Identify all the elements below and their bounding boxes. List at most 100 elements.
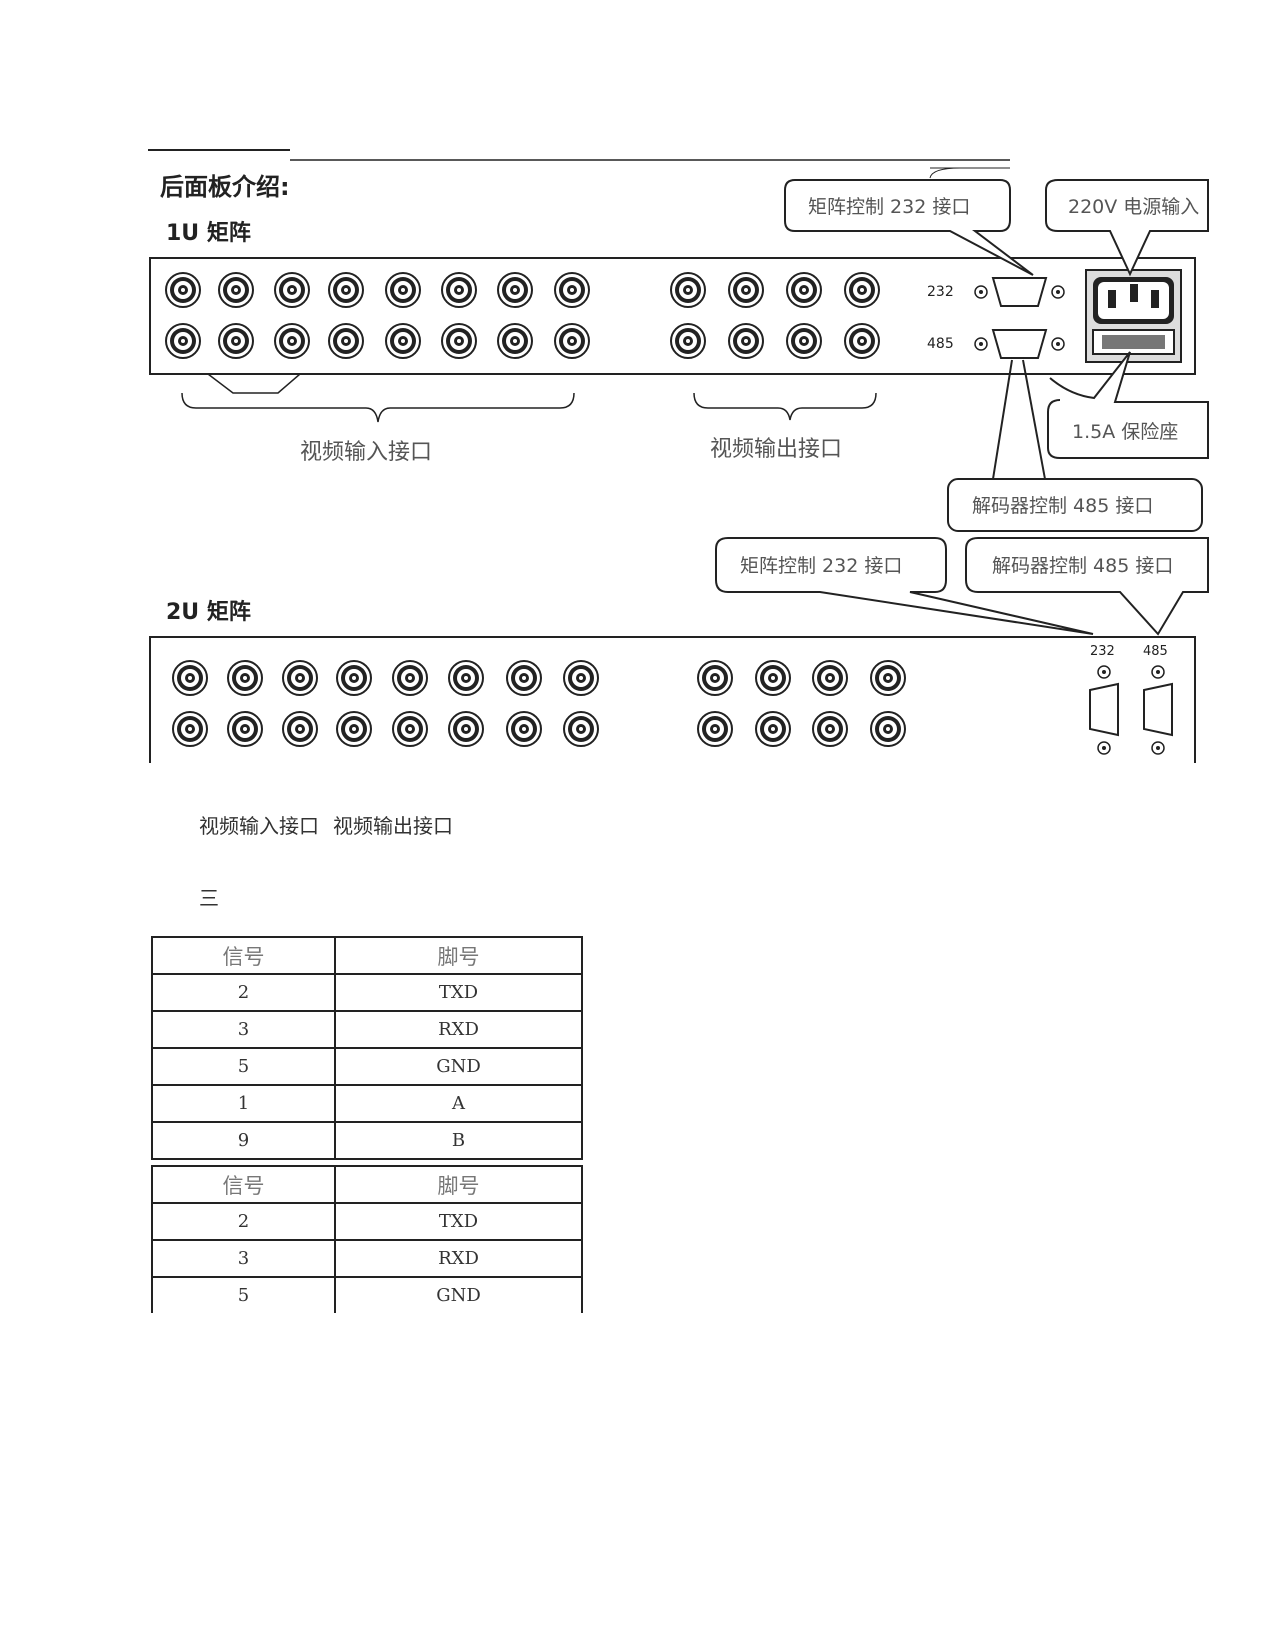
bnc-connector-icon [554, 323, 590, 359]
bnc-connector-icon [227, 660, 263, 696]
bnc-connector-icon [728, 323, 764, 359]
bnc-connector-icon [274, 272, 310, 308]
table-row: 9 B [151, 1121, 583, 1160]
table-row: 5 GND [151, 1047, 583, 1086]
bnc-connector-icon [218, 323, 254, 359]
db9-port-232 [974, 277, 1065, 307]
callout-1u-rs485-text: 解码器控制 485 接口 [972, 495, 1153, 517]
video-out-label-figure: 视频输出接口 [710, 437, 842, 462]
bnc-connector-group-1u [165, 272, 880, 359]
matrix-2u-title: 2U 矩阵 [166, 599, 251, 625]
bnc-connector-icon [497, 272, 533, 308]
video-port-caption: 视频输入接口视频输出接口 [199, 810, 467, 839]
cell-signal: 3 [151, 1239, 336, 1278]
cell-signal: 2 [151, 973, 336, 1012]
rear-panel-figure: 后面板介绍: 1U 矩阵 232 485 矩阵控制 232 接口 220V 电源… [148, 149, 1209, 763]
table-header-row: 信号 脚号 [151, 936, 583, 975]
callout-2u-rs485-text: 解码器控制 485 接口 [992, 555, 1173, 577]
port-label-232: 232 [927, 284, 954, 300]
bnc-connector-icon [497, 323, 533, 359]
bnc-connector-icon [392, 711, 428, 747]
header-pin: 脚号 [334, 1165, 583, 1204]
cell-pin: TXD [334, 973, 583, 1012]
bnc-connector-icon [697, 660, 733, 696]
bnc-connector-icon [385, 323, 421, 359]
video-in-brace [207, 373, 301, 394]
bnc-connector-icon [274, 323, 310, 359]
bnc-connector-icon [282, 711, 318, 747]
callout-fuse: 1.5A 保险座 [1047, 351, 1209, 459]
bnc-connector-icon [328, 272, 364, 308]
cell-pin: RXD [334, 1010, 583, 1049]
bnc-connector-icon [506, 711, 542, 747]
caption-video-in: 视频输入接口 [199, 814, 319, 838]
bnc-connector-icon [670, 323, 706, 359]
cell-signal: 2 [151, 1202, 336, 1241]
bnc-connector-icon [812, 711, 848, 747]
callout-power-input-text: 220V 电源输入 [1068, 196, 1199, 218]
bnc-connector-icon [172, 711, 208, 747]
bnc-connector-icon [392, 660, 428, 696]
callout-2u-rs485: 解码器控制 485 接口 [965, 537, 1209, 636]
cell-signal: 5 [151, 1047, 336, 1086]
db9-port-2u-485 [1143, 665, 1173, 755]
callout-2u-rs232: 矩阵控制 232 接口 [715, 537, 1094, 635]
section-number: 三 [199, 886, 219, 910]
fuse-holder-icon [1092, 329, 1175, 355]
callout-1u-rs232: 矩阵控制 232 接口 [784, 179, 1034, 276]
bnc-connector-icon [448, 711, 484, 747]
bnc-connector-icon [870, 660, 906, 696]
callout-1u-rs485: 解码器控制 485 接口 [947, 359, 1203, 532]
bnc-connector-icon [218, 272, 254, 308]
bnc-connector-icon [385, 272, 421, 308]
bnc-connector-icon [670, 272, 706, 308]
cell-signal: 1 [151, 1084, 336, 1123]
table-row: 5 GND [151, 1276, 583, 1313]
table-row: 2 TXD [151, 1202, 583, 1241]
cell-pin: A [334, 1084, 583, 1123]
bnc-connector-icon [844, 323, 880, 359]
table-row: 3 RXD [151, 1010, 583, 1049]
cell-pin: B [334, 1121, 583, 1160]
bnc-connector-icon [812, 660, 848, 696]
bnc-connector-icon [336, 660, 372, 696]
bnc-connector-icon [728, 272, 764, 308]
db9-port-2u-232 [1089, 665, 1119, 755]
table-row: 2 TXD [151, 973, 583, 1012]
table-row: 1 A [151, 1084, 583, 1123]
cell-signal: 5 [151, 1276, 336, 1313]
cell-pin: TXD [334, 1202, 583, 1241]
callout-power-input: 220V 电源输入 [1045, 179, 1209, 277]
cell-pin: GND [334, 1047, 583, 1086]
bnc-connector-icon [844, 272, 880, 308]
db9-port-485 [974, 329, 1065, 359]
bnc-connector-icon [554, 272, 590, 308]
bnc-connector-icon [506, 660, 542, 696]
bnc-connector-icon [786, 323, 822, 359]
figure-heading: 后面板介绍: [160, 173, 290, 201]
matrix-1u-title: 1U 矩阵 [166, 220, 251, 246]
callout-2u-rs232-text: 矩阵控制 232 接口 [740, 555, 902, 577]
bnc-connector-icon [441, 272, 477, 308]
bnc-connector-icon [697, 711, 733, 747]
bnc-connector-icon [328, 323, 364, 359]
cell-signal: 9 [151, 1121, 336, 1160]
table-row: 3 RXD [151, 1239, 583, 1278]
header-pin: 脚号 [334, 936, 583, 975]
port-label-2u-232: 232 [1090, 644, 1115, 659]
video-out-brace [693, 392, 877, 421]
bnc-connector-icon [786, 272, 822, 308]
bnc-connector-icon [336, 711, 372, 747]
caption-video-out: 视频输出接口 [333, 814, 453, 838]
bnc-connector-icon [172, 660, 208, 696]
pin-table-2: 信号 脚号 2 TXD 3 RXD 5 GND [151, 1165, 583, 1313]
header-signal: 信号 [151, 936, 336, 975]
bnc-connector-icon [227, 711, 263, 747]
cell-pin: RXD [334, 1239, 583, 1278]
callout-fuse-text: 1.5A 保险座 [1072, 421, 1178, 443]
bnc-connector-icon [870, 711, 906, 747]
bnc-connector-icon [563, 660, 599, 696]
cell-signal: 3 [151, 1010, 336, 1049]
pin-table-1: 信号 脚号 2 TXD 3 RXD 5 GND 1 A 9 B [151, 936, 583, 1160]
bnc-connector-icon [441, 323, 477, 359]
